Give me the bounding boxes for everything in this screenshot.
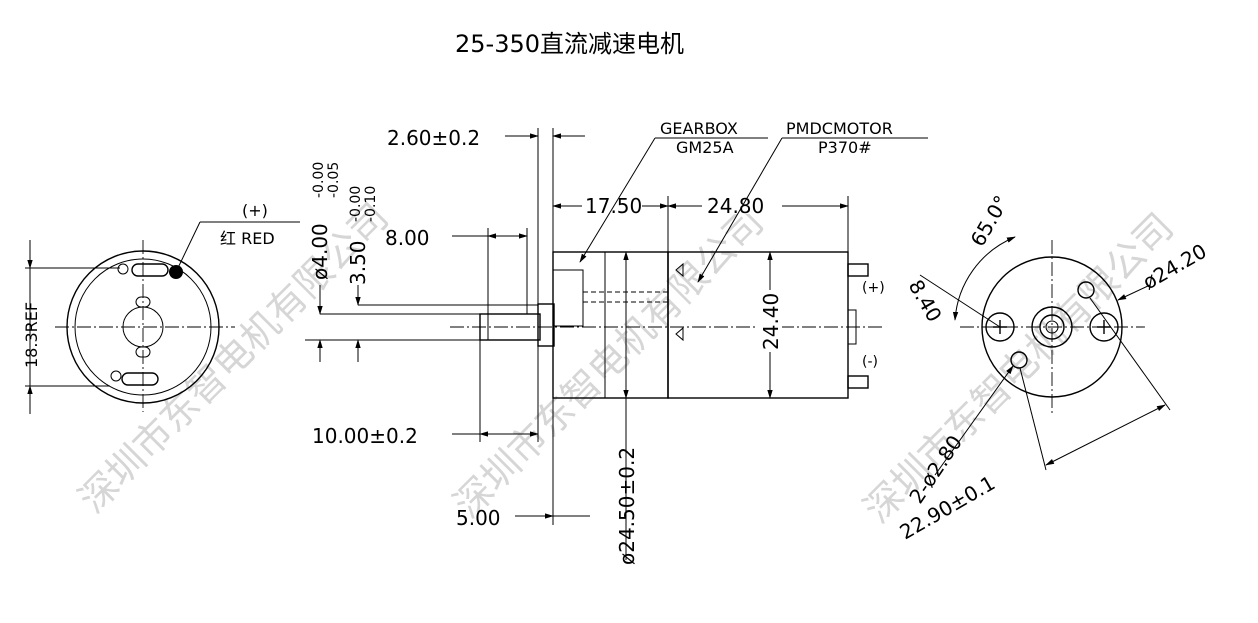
terminal-plus-label: (+) — [862, 280, 885, 296]
tol-flat-upper: -0.00 — [348, 186, 364, 222]
dim-offset: 8.40 — [904, 276, 947, 327]
dim-shaft-diameter: ø4.00 — [308, 223, 332, 280]
gearbox-label: GEARBOX — [660, 119, 738, 138]
left-end-view: (+) 红 RED 18.3REF — [22, 201, 300, 414]
ref-dimension: 18.3REF — [22, 302, 41, 368]
dim-motor-diameter: 24.40 — [759, 293, 783, 350]
dim-shaft-length: 10.00±0.2 — [312, 424, 418, 448]
dim-boss-length: 5.00 — [456, 506, 501, 530]
tol-flat-lower: -0.10 — [363, 186, 379, 222]
red-wire-label: 红 RED — [220, 229, 275, 248]
dim-flat-length: 8.00 — [385, 226, 430, 250]
dim-angle: 65.0° — [966, 191, 1014, 250]
left-polarity-label: (+) — [242, 201, 268, 220]
tol-shaft-lower: -0.05 — [326, 162, 342, 198]
dim-motor-length: 24.80 — [707, 194, 764, 218]
svg-text:深圳市东智电机有限公司: 深圳市东智电机有限公司 — [445, 200, 772, 527]
dim-flat-width: 3.50 — [346, 240, 370, 285]
dim-gearbox-diameter: ø24.50±0.2 — [615, 447, 639, 565]
side-view: (+) (-) 2.60±0.2 ø4.00 -0.00 -0.05 3.50 … — [305, 119, 928, 565]
dim-flat-thickness: 2.60±0.2 — [387, 126, 480, 150]
tol-shaft-upper: -0.00 — [311, 162, 327, 198]
motor-model: P370# — [818, 138, 872, 157]
gearbox-model: GM25A — [676, 138, 734, 157]
drawing-title: 25-350直流减速电机 — [455, 30, 684, 58]
motor-label: PMDCMOTOR — [786, 119, 893, 138]
terminal-minus-label: (-) — [862, 354, 878, 370]
